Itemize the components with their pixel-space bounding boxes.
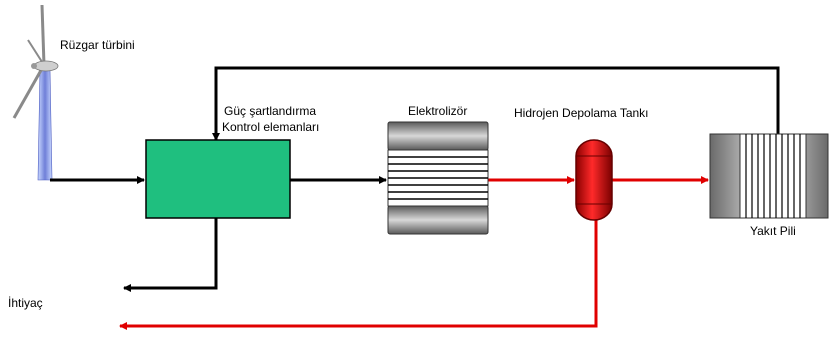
fuel-cell-feedback-line <box>212 66 780 141</box>
demand-label: İhtiyaç <box>8 296 43 310</box>
wind-turbine-icon <box>12 4 59 181</box>
wind-turbine-label: Rüzgar türbini <box>60 38 135 52</box>
controller-box <box>145 139 291 219</box>
tank-to-demand-arrow <box>119 218 598 330</box>
hydrogen-tank-icon <box>575 139 613 221</box>
hydrogen-connections <box>119 176 709 330</box>
controller-to-demand-arrow <box>123 218 218 292</box>
electrolyzer-stack-icon <box>387 121 489 235</box>
electric-connections <box>50 66 780 292</box>
hydrogen-tank-label: Hidrojen Depolama Tankı <box>514 106 649 120</box>
controller-label-line2: Kontrol elemanları <box>222 120 320 134</box>
controller-label-line1: Güç şartlandırma <box>224 104 317 118</box>
fuel-cell-label: Yakıt Pili <box>750 224 796 238</box>
fuel-cell-stack-icon <box>709 133 829 219</box>
electrolyzer-label: Elektrolizör <box>408 104 468 118</box>
